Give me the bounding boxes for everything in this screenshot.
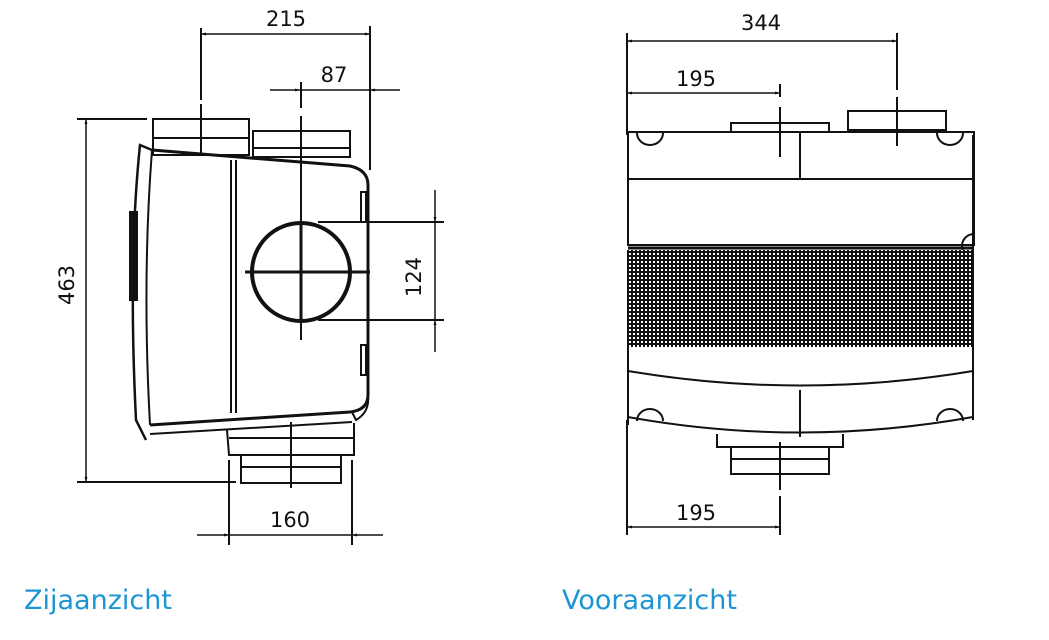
- dim-label-160: 160: [270, 508, 310, 532]
- dim-label-124: 124: [402, 257, 426, 297]
- side-view-drawing: [77, 26, 444, 545]
- dim-label-195-top: 195: [676, 67, 716, 91]
- front-view-drawing: [626, 33, 975, 535]
- dim-label-344: 344: [741, 11, 781, 35]
- dim-label-87: 87: [321, 63, 348, 87]
- side-view-caption: Zijaanzicht: [24, 585, 172, 616]
- dim-label-215: 215: [266, 7, 306, 31]
- front-view-caption: Vooraanzicht: [562, 585, 737, 616]
- dim-label-195-bottom: 195: [676, 501, 716, 525]
- dim-label-463: 463: [55, 265, 79, 305]
